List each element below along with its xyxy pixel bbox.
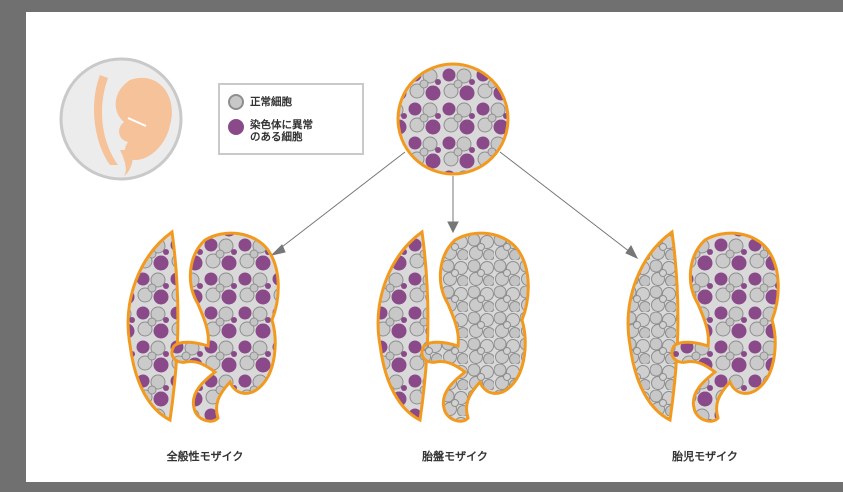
legend-box: 正常細胞 染色体に異常 のある細胞 bbox=[218, 83, 364, 155]
arrows bbox=[270, 151, 639, 260]
legend-normal-label: 正常細胞 bbox=[250, 96, 292, 108]
legend-abnormal-label: 染色体に異常 のある細胞 bbox=[250, 119, 313, 143]
legend-item-abnormal: 染色体に異常 のある細胞 bbox=[228, 119, 313, 143]
general-mosaic-diagram bbox=[126, 229, 280, 423]
placental-mosaic-diagram bbox=[376, 229, 530, 423]
sample-cell-circle bbox=[396, 62, 510, 176]
legend-item-normal: 正常細胞 bbox=[228, 94, 292, 110]
label-fetal-mosaic: 胎児モザイク bbox=[672, 450, 738, 463]
frame-bottom-bar bbox=[0, 482, 843, 492]
frame-top-bar bbox=[0, 0, 843, 12]
label-placental-mosaic: 胎盤モザイク bbox=[422, 450, 488, 463]
frame-left-bar bbox=[0, 0, 26, 492]
normal-cell-swatch bbox=[228, 94, 244, 110]
abnormal-cell-swatch bbox=[228, 119, 244, 135]
label-general-mosaic: 全般性モザイク bbox=[166, 450, 244, 463]
fetal-mosaic-diagram bbox=[626, 229, 780, 423]
embryo-icon bbox=[59, 57, 183, 181]
